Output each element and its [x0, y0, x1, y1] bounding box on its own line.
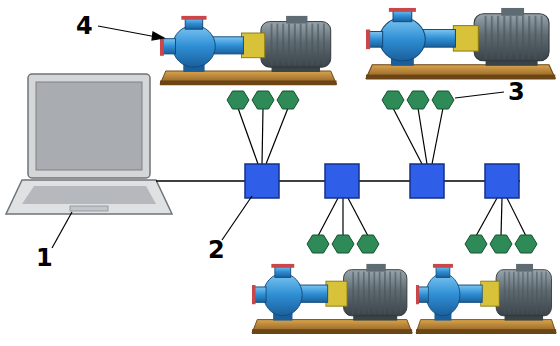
interface-box [245, 164, 519, 198]
leader-lines [52, 26, 504, 248]
callout-number: 1 [36, 246, 53, 270]
callout-number: 4 [76, 14, 93, 38]
pump [366, 8, 555, 80]
sensor-wires [238, 108, 526, 236]
pump [416, 264, 556, 334]
callout-number: 2 [208, 238, 225, 262]
sensor-hexagon [227, 91, 537, 253]
laptop [6, 74, 172, 214]
callout-number: 3 [508, 80, 525, 104]
pump [160, 16, 337, 85]
pump [252, 264, 412, 334]
